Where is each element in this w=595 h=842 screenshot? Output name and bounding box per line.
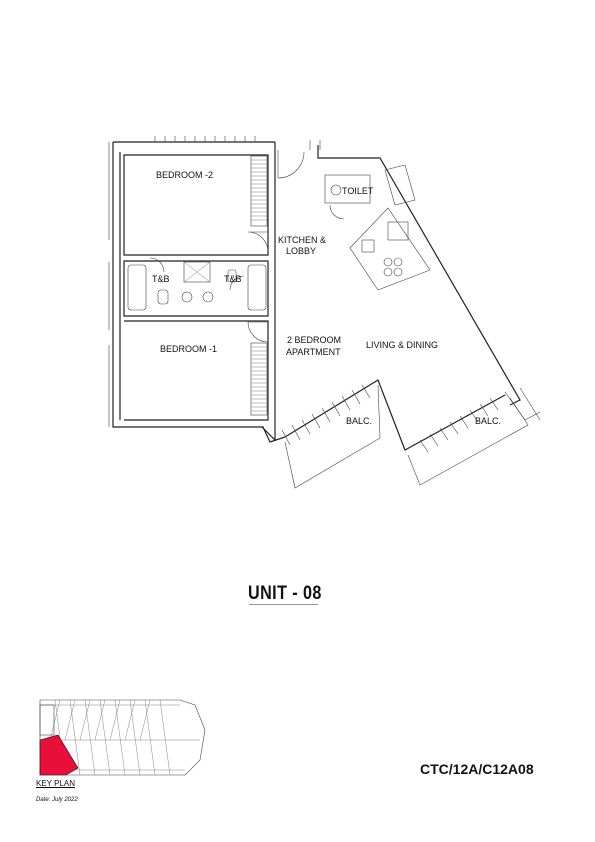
wardrobe-bedroom-2 <box>250 155 268 227</box>
title-underline <box>249 604 318 605</box>
room-label-toilet: TOILET <box>342 186 374 196</box>
room-label-balc-right: BALC. <box>475 416 501 426</box>
room-label-living: LIVING & DINING <box>366 340 438 350</box>
toilet-fixtures <box>324 164 416 220</box>
key-plan-label: KEY PLAN <box>36 779 75 788</box>
unit-code: CTC/12A/C12A08 <box>420 761 534 777</box>
doors <box>247 150 305 343</box>
room-label-bedroom-2: BEDROOM -2 <box>156 170 213 180</box>
room-label-kitchen-2: LOBBY <box>286 246 316 256</box>
room-label-bedroom-1: BEDROOM -1 <box>160 344 217 354</box>
key-plan-highlight <box>39 734 79 776</box>
bathroom-fixtures <box>127 257 267 311</box>
date-label: Date: July 2022 <box>36 797 78 803</box>
room-label-tb-left: T&B <box>152 274 170 284</box>
room-label-balc-left: BALC. <box>346 416 372 426</box>
room-label-kitchen-1: KITCHEN & <box>278 235 326 245</box>
apartment-label-2: APARTMENT <box>286 347 341 357</box>
wardrobe-bedroom-1 <box>250 342 268 416</box>
living-walls <box>261 140 541 489</box>
kitchen-counter <box>349 207 431 291</box>
key-plan <box>39 699 206 776</box>
apartment-label-1: 2 BEDROOM <box>287 335 341 345</box>
unit-title: UNIT - 08 <box>248 583 322 604</box>
room-label-tb-right: T&B <box>224 274 242 284</box>
bedroom-block-walls <box>108 136 286 443</box>
